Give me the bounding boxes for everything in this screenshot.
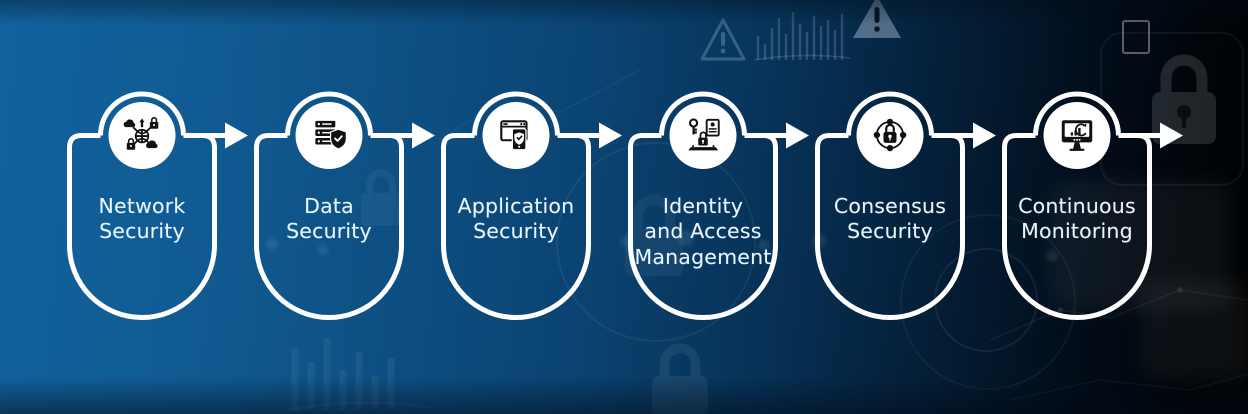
u-outline: [628, 133, 778, 320]
arrowhead-icon: [412, 122, 435, 149]
arrowhead-icon: [973, 122, 996, 149]
arrowhead-icon: [786, 122, 809, 149]
node-ring: [846, 91, 934, 136]
step-data-security: Data Security: [254, 88, 454, 333]
step-label: Identity and Access Management: [634, 194, 772, 269]
step-continuous-monitoring: Continuous Monitoring: [1002, 88, 1202, 333]
server-shield-icon: [305, 111, 353, 159]
step-label: Network Security: [98, 194, 186, 244]
step-label: Application Security: [457, 194, 575, 244]
u-outline: [815, 133, 965, 320]
step-network-security: Network Security: [67, 88, 267, 333]
u-outline: [441, 133, 591, 320]
node-ring: [472, 91, 560, 136]
bar-chart-lines-icon: [753, 12, 851, 61]
u-outline: [1002, 133, 1152, 320]
step-label: Consensus Security: [833, 194, 947, 244]
monitor-chart-refresh-icon: [1053, 111, 1101, 159]
step-application-security: Application Security: [441, 88, 641, 333]
app-window-shield-icon: [492, 111, 540, 159]
small-monitor-outline-icon: [1122, 20, 1150, 54]
step-consensus-security: Consensus Security: [815, 88, 1015, 333]
warning-triangle-filled-icon: [853, 0, 901, 38]
arrowhead-icon: [1160, 122, 1183, 149]
key-id-laptop-icon: [679, 111, 727, 159]
node-ring: [98, 91, 186, 136]
node-ring: [1033, 91, 1121, 136]
lock-network-icon: [866, 111, 914, 159]
network-globe-locks-icon: [118, 111, 166, 159]
step-label: Data Security: [286, 194, 372, 244]
step-identity-access-management: Identity and Access Management: [628, 88, 828, 333]
u-shape-connector: [628, 91, 809, 320]
padlock-watermark-bottom: [652, 343, 708, 414]
arrowhead-icon: [225, 122, 248, 149]
arrowhead-icon: [599, 122, 622, 149]
step-label: Continuous Monitoring: [1018, 194, 1136, 244]
node-ring: [659, 91, 747, 136]
node-circle: [669, 102, 737, 169]
warning-triangle-outline-icon: [700, 18, 746, 61]
u-outline: [67, 133, 217, 320]
node-ring: [285, 91, 373, 136]
u-outline: [254, 133, 404, 320]
